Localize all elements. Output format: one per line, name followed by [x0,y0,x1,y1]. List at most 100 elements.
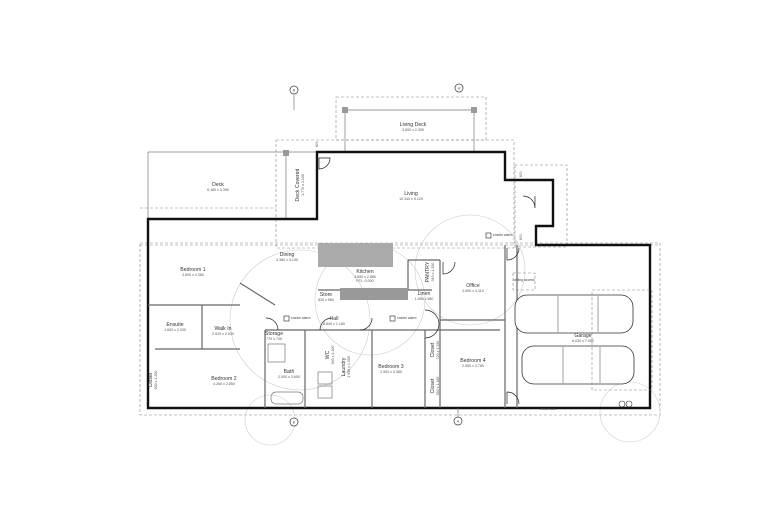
doors [265,157,536,405]
svg-text:3.360 x 4.100: 3.360 x 4.100 [276,258,298,262]
svg-text:Garage: Garage [574,333,591,339]
grid-marker-a-bottom: A [453,408,463,426]
svg-text:550 x 1.165: 550 x 1.165 [436,377,440,396]
svg-text:6.030 x 7.080: 6.030 x 7.080 [572,339,594,343]
svg-text:Kitchen: Kitchen [356,269,373,275]
svg-text:Living: Living [404,191,418,197]
svg-text:4.260 x 2.850: 4.260 x 2.850 [213,382,235,386]
gas-bottles [618,400,633,408]
svg-text:Office: Office [466,283,480,289]
svg-text:Bedroom 1: Bedroom 1 [180,267,205,273]
svg-text:Closet: Closet [430,378,436,393]
svg-text:A: A [458,87,461,91]
svg-text:Storage: Storage [265,331,283,337]
svg-text:Bath: Bath [284,369,295,375]
svg-text:3.600 x 2.390: 3.600 x 2.390 [402,128,424,132]
svg-text:830 x 960: 830 x 960 [318,298,334,302]
smoke-alarm-hall-west: smoke alarm [283,315,311,322]
svg-text:Bedroom 3: Bedroom 3 [378,364,403,370]
roof-outline [139,96,661,416]
svg-text:1.600 x 2.030: 1.600 x 2.030 [164,328,186,332]
svg-text:A: A [457,420,460,424]
room-bedroom-2: Bedroom 24.260 x 2.850 [211,376,236,386]
svg-text:2.510 x 2.030: 2.510 x 2.030 [212,332,234,336]
svg-text:Closet: Closet [430,342,436,357]
grid-marker-b-top: B [289,85,299,110]
svg-text:4.650 x 2.880: 4.650 x 2.880 [354,275,376,279]
svg-text:770 x 745: 770 x 745 [266,337,282,341]
smoke-alarm-hall-east: smoke alarm [389,315,417,322]
svg-text:1.460 x 580: 1.460 x 580 [415,297,434,301]
smoke-alarm-living: smoke alarm [485,232,513,239]
svg-text:WC: WC [325,350,331,359]
setback-arcs [229,214,661,446]
svg-text:Bedroom 4: Bedroom 4 [460,358,485,364]
svg-text:Ensuite: Ensuite [166,322,183,328]
setback-dim-entry: 600 [519,171,523,177]
svg-text:720 x 1.190: 720 x 1.190 [436,341,440,360]
room-bedroom-3: Bedroom 32.900 x 3.380 [378,364,403,374]
svg-text:1.950 x 1.300: 1.950 x 1.300 [347,356,351,378]
svg-text:Hall: Hall [330,316,339,322]
grid-marker-a-top: A [454,83,464,93]
svg-text:Closet: Closet [148,372,154,387]
ceiling-access-hatch [512,272,536,291]
svg-text:910 x 1.350: 910 x 1.350 [431,263,435,282]
ceiling-access-label: ceiling access [513,278,534,282]
svg-text:Deck: Deck [212,182,224,188]
svg-text:Store: Store [320,292,333,298]
grid-marker-b-bottom: B [289,417,299,427]
svg-text:B: B [293,89,296,93]
svg-text:2.550 x 3.780: 2.550 x 3.780 [462,364,484,368]
svg-text:Living Deck: Living Deck [400,122,427,128]
exterior-walls [146,150,652,410]
bath-fixtures [267,343,333,405]
kitchen-island [340,288,408,300]
svg-text:Laundry: Laundry [341,357,347,376]
svg-text:PANTRY: PANTRY [425,261,431,282]
svg-text:FFL: 0.000: FFL: 0.000 [356,279,373,283]
svg-text:smoke alarm: smoke alarm [493,233,513,237]
interior-walls [148,245,518,408]
room-bedroom-1: Bedroom 13.600 x 4.380 [180,267,205,277]
svg-text:B: B [293,421,296,425]
svg-text:smoke alarm: smoke alarm [397,316,417,320]
svg-text:8.640 x 1.180: 8.640 x 1.180 [323,322,345,326]
kitchen-bench [318,243,393,267]
meter-box-label: meter box [540,407,555,411]
room-bedroom-4: Bedroom 42.550 x 3.780 [460,358,485,368]
svg-text:Deck Covered: Deck Covered [295,168,301,201]
deck [147,150,318,220]
room-walk-in: Walk In2.510 x 2.030 [212,326,234,336]
setback-dim-living: 600 [315,141,319,147]
svg-text:930 x 1.100: 930 x 1.100 [331,346,335,365]
svg-text:Bedroom 2: Bedroom 2 [211,376,236,382]
svg-text:600 x 1.260: 600 x 1.260 [154,371,158,390]
living-deck [342,107,477,152]
svg-text:2.600 x 3.110: 2.600 x 3.110 [462,289,484,293]
svg-text:2.900 x 3.380: 2.900 x 3.380 [380,370,402,374]
svg-text:Walk In: Walk In [214,326,231,332]
svg-text:10.340 x 5.120: 10.340 x 5.120 [399,197,423,201]
svg-text:6.180 x 3.390: 6.180 x 3.390 [207,188,229,192]
